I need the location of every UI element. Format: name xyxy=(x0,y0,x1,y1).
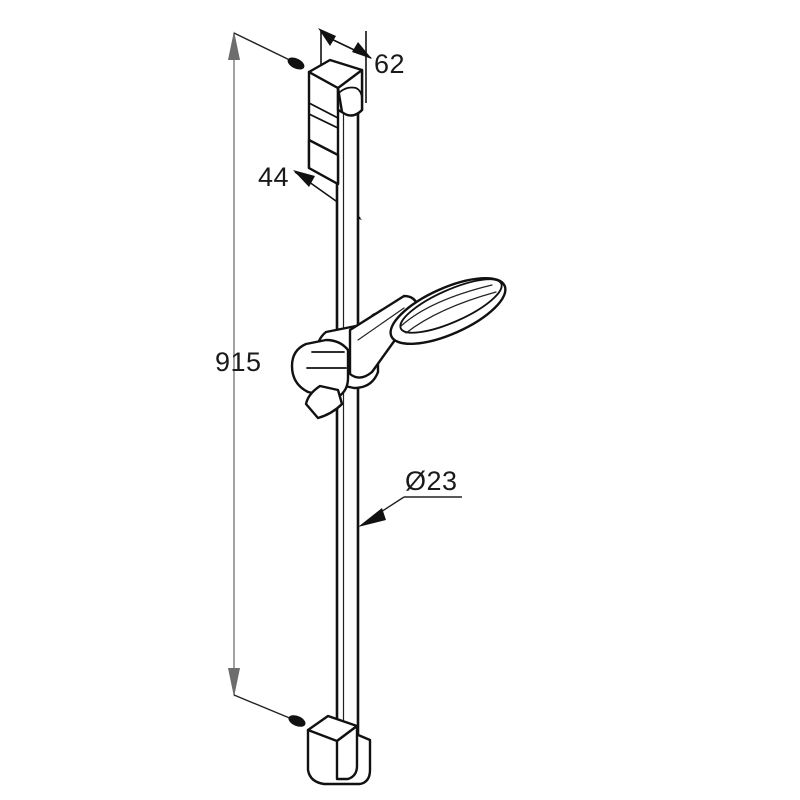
holder-neck-highlight xyxy=(357,307,405,341)
bottom-bracket-side-face xyxy=(335,724,359,781)
dimension-915-label: 915 xyxy=(215,347,262,377)
dimension-62-arrow-left xyxy=(318,28,336,46)
top-bracket-cap xyxy=(336,68,364,117)
dimension-915-arrow-top xyxy=(228,31,240,60)
handset-spray-plate-edge xyxy=(405,291,497,334)
dimension-915-tick-bottom xyxy=(288,715,306,727)
rail-body xyxy=(335,79,360,772)
top-bracket-skirt xyxy=(307,138,340,186)
handset-face-rim xyxy=(399,278,503,334)
bottom-bracket xyxy=(306,714,372,786)
dimension-62-label: 62 xyxy=(374,49,405,79)
dimension-44-label: 44 xyxy=(258,162,289,192)
top-bracket-cap-inner-arc xyxy=(339,86,363,100)
dimension-915-arrow-bottom xyxy=(228,668,240,697)
dimension-62: 62 xyxy=(318,28,405,103)
dimension-44-arrow-upper xyxy=(293,170,315,187)
handset-inner-crease xyxy=(400,284,493,327)
slide-rail xyxy=(335,79,360,772)
dimension-d23-arrow xyxy=(358,508,386,527)
dimension-915: 915 xyxy=(215,31,306,727)
dimension-915-tick-top xyxy=(287,57,305,70)
top-bracket-step-line-1 xyxy=(308,102,339,119)
dimension-62-arrow-right xyxy=(352,42,372,59)
holder-lever-handle xyxy=(304,384,344,420)
hand-shower-head xyxy=(389,276,507,346)
handset-holder xyxy=(290,294,420,420)
dimension-d23-label: Ø23 xyxy=(405,466,458,496)
top-bracket xyxy=(307,58,364,186)
dimension-diameter-23: Ø23 xyxy=(358,466,462,527)
top-bracket-step-line-2 xyxy=(308,113,339,129)
handset-body xyxy=(389,276,507,346)
